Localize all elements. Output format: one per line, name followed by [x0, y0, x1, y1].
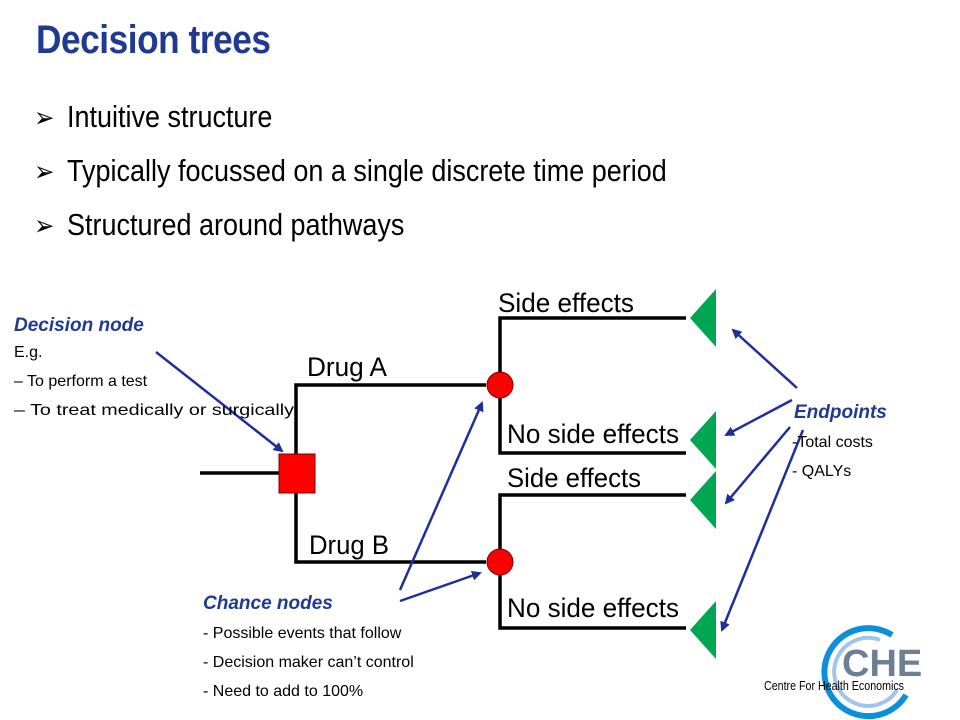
decision-node [278, 453, 316, 494]
decision-node-annotation-line: – To perform a test [14, 373, 148, 390]
outcome-b-side-effects-label: Side effects [507, 463, 641, 493]
arrow-chance-node-b [399, 570, 482, 603]
logo-subtitle: Centre For Health Economics [764, 679, 904, 693]
branch-drug-b-line [294, 492, 486, 564]
tree-lines [200, 316, 686, 630]
chance-node-a [486, 371, 514, 399]
arrow-endpoint-2 [724, 398, 793, 437]
arrow-endpoint-3 [724, 426, 791, 505]
endpoints-annotation-line: - QALYs [792, 463, 851, 480]
branch-drug-a-label: Drug A [307, 352, 387, 382]
terminal-node-b-side-effects [690, 471, 716, 529]
arrow-decision-node [155, 351, 284, 453]
bullet-item: ➢ Typically focussed on a single discrete… [34, 144, 667, 198]
chance-nodes-annotation-line: - Need to add to 100% [203, 683, 363, 700]
chance-nodes-annotation-line: - Decision maker can’t control [203, 654, 414, 671]
bullet-item: ➢ Intuitive structure [34, 90, 667, 144]
chance-node-b [486, 548, 514, 576]
arrow-endpoint-4 [720, 429, 805, 632]
bullet-list: ➢ Intuitive structure ➢ Typically focussed… [34, 90, 761, 252]
terminal-node-a-no-side-effects [690, 411, 716, 469]
branch-b-no-side-effects-line [498, 562, 686, 630]
decision-node-annotation-title: Decision node [14, 315, 144, 336]
arrow-bullet-icon: ➢ [34, 101, 55, 133]
annotation-arrows [155, 328, 805, 632]
branch-a-side-effects-line [498, 316, 686, 385]
chance-nodes-annotation-title: Chance nodes [203, 593, 333, 614]
branch-drug-b-label: Drug B [309, 530, 389, 560]
arrow-endpoint-1 [731, 328, 798, 389]
logo-ring-outer-icon [821, 625, 909, 720]
logo-name: CHE [842, 643, 922, 685]
bullet-text: Typically focussed on a single discrete … [67, 153, 667, 188]
endpoints-annotation-title: Endpoints [794, 402, 887, 423]
decision-node-annotation-line: E.g. [14, 344, 42, 361]
decision-node-annotation-line: – To treat medically or surgically [14, 402, 294, 419]
bullet-text: Intuitive structure [67, 99, 273, 134]
bullet-item: ➢ Structured around pathways [34, 198, 667, 252]
branch-drug-a-line [294, 383, 486, 455]
bullet-text: Structured around pathways [67, 207, 405, 242]
arrow-bullet-icon: ➢ [34, 155, 55, 187]
arrow-chance-node-a [398, 401, 484, 591]
chance-nodes-annotation-line: - Possible events that follow [203, 625, 402, 642]
terminal-node-b-no-side-effects [690, 601, 716, 659]
outcome-a-no-side-effects-label: No side effects [507, 419, 679, 449]
branch-b-side-effects-line [498, 493, 686, 562]
logo-ring-inner-icon [832, 635, 899, 708]
endpoints-annotation-line: -Total costs [792, 434, 873, 451]
outcome-b-no-side-effects-label: No side effects [507, 593, 679, 623]
branch-a-no-side-effects-line [498, 385, 686, 455]
arrow-bullet-icon: ➢ [34, 209, 55, 241]
terminal-node-a-side-effects [690, 289, 716, 347]
che-logo: CHE Centre For Health Economics [764, 625, 922, 720]
outcome-a-side-effects-label: Side effects [498, 288, 634, 318]
slide-title: Decision trees [36, 18, 271, 62]
